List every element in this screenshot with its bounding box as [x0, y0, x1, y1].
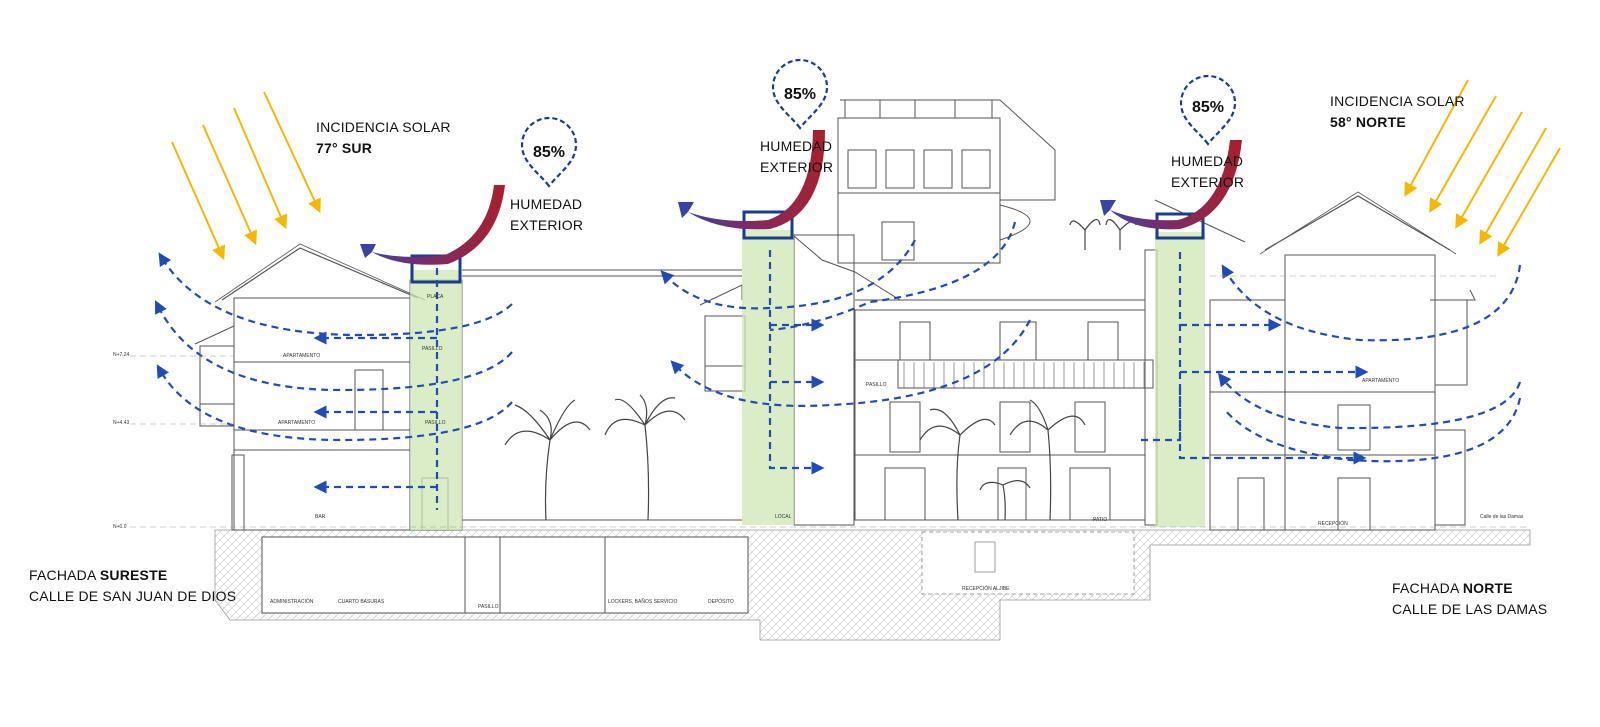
humidity-center-line2: EXTERIOR: [760, 159, 834, 175]
room-annotations: PLACA PASILLO APARTAMENTO APARTAMENTO PA…: [113, 294, 1524, 610]
label-placa: PLACA: [427, 294, 444, 300]
facade-left-street: CALLE DE SAN JUAN DE DIOS: [29, 588, 237, 604]
facade-right-orientation: NORTE: [1462, 580, 1513, 596]
label-pasillo-2: PASILLO: [425, 420, 446, 426]
airflow-curve-center-2: [769, 221, 1017, 332]
facade-left-orientation: SURESTE: [99, 567, 168, 583]
sun-rays-left: [171, 91, 321, 261]
level-n443: N+4.43: [113, 420, 129, 426]
humidity-arrow-left: [360, 185, 505, 265]
airflow-vertical-right: [1178, 252, 1367, 465]
humidity-label-left: HUMEDAD EXTERIOR: [510, 194, 583, 236]
airflow-curve-right-3: [1224, 397, 1522, 463]
label-pasillo-3: PASILLO: [866, 382, 887, 388]
label-administracion: ADMINISTRACIÓN: [270, 598, 314, 605]
label-apartamento-1: APARTAMENTO: [283, 353, 320, 359]
label-bar: BAR: [315, 514, 326, 520]
label-recepcion-aljibe: RECEPCIÓN ALJIBE: [962, 585, 1010, 592]
central-building: [699, 99, 1154, 526]
label-apartamento-3: APARTAMENTO: [1362, 378, 1399, 384]
airflow-curve-left-2: [155, 300, 513, 392]
solar-left-title: INCIDENCIA SOLAR: [316, 119, 451, 135]
solar-left-angle: 77° SUR: [316, 140, 373, 156]
airflow-curve-center-1: [660, 239, 916, 310]
humidity-value-right: 85%: [1192, 99, 1224, 116]
airflow-curve-right-1: [1221, 264, 1522, 342]
label-lockers: LOCKERS, BAÑOS SERVICIO: [608, 598, 677, 605]
label-pasillo-1: PASILLO: [422, 346, 443, 352]
label-pasillo-basement: PASILLO: [478, 604, 499, 610]
level-n00: N+0.0: [113, 524, 127, 530]
humidity-flows: [360, 130, 1242, 265]
facade-right-prefix: FACHADA: [1392, 580, 1463, 596]
humidity-pin-right: 85%: [1179, 74, 1237, 146]
humidity-value-left: 85%: [533, 144, 565, 161]
central-wall: [462, 269, 742, 521]
humidity-center-line1: HUMEDAD: [760, 138, 833, 154]
airflow-curve-left-3: [156, 364, 513, 442]
ground-section: [214, 529, 1531, 641]
sun-rays-right: [1404, 79, 1561, 257]
humidity-pins: 85% 85% 85%: [520, 58, 1237, 188]
label-cuarto-basuras: CUARTO BASURAS: [338, 599, 385, 605]
label-patio: PATIO: [1093, 517, 1107, 523]
humidity-right-line2: EXTERIOR: [1171, 174, 1245, 190]
label-deposito: DEPÓSITO: [708, 598, 734, 605]
facade-left: FACHADA SURESTE CALLE DE SAN JUAN DE DIO…: [29, 565, 236, 607]
humidity-label-center: HUMEDAD EXTERIOR: [760, 136, 833, 178]
airflow-right-shaft-down: [1140, 388, 1182, 442]
label-local: LOCAL: [775, 514, 792, 520]
airflow-curve-right-2: [1217, 372, 1522, 430]
humidity-pin-left: 85%: [520, 116, 578, 188]
humidity-label-right: HUMEDAD EXTERIOR: [1171, 151, 1244, 193]
humidity-pin-center: 85%: [771, 58, 829, 130]
solar-right-title: INCIDENCIA SOLAR: [1330, 93, 1465, 109]
humidity-left-line2: EXTERIOR: [510, 217, 584, 233]
airflow-arrows: [155, 221, 1522, 510]
solar-right-angle: 58° NORTE: [1330, 114, 1406, 130]
label-calle-damas: Calle de las Damas: [1480, 514, 1524, 520]
palm-trees: [504, 219, 1137, 521]
humidity-value-center: 85%: [784, 86, 816, 103]
ventilation-shafts: [410, 210, 1205, 530]
label-recepcion: RECEPCIÓN: [1318, 520, 1348, 527]
solar-incidence-left: INCIDENCIA SOLAR 77° SUR: [316, 117, 451, 159]
humidity-right-line1: HUMEDAD: [1171, 153, 1244, 169]
airflow-curve-left-1: [158, 252, 513, 337]
airflow-curve-center-3: [670, 319, 1031, 407]
facade-left-prefix: FACHADA: [29, 567, 100, 583]
label-apartamento-2: APARTAMENTO: [278, 420, 315, 426]
level-n724: N+7.24: [113, 352, 129, 358]
airflow-vertical-center: [768, 250, 825, 475]
solar-incidence-right: INCIDENCIA SOLAR 58° NORTE: [1330, 91, 1465, 133]
shaft-center: [742, 230, 794, 525]
level-lines: [130, 275, 1530, 528]
facade-right-street: CALLE DE LAS DAMAS: [1392, 601, 1548, 617]
facade-right: FACHADA NORTE CALLE DE LAS DAMAS: [1392, 578, 1547, 620]
humidity-left-line1: HUMEDAD: [510, 196, 583, 212]
humidity-arrow-right: [1100, 140, 1242, 230]
